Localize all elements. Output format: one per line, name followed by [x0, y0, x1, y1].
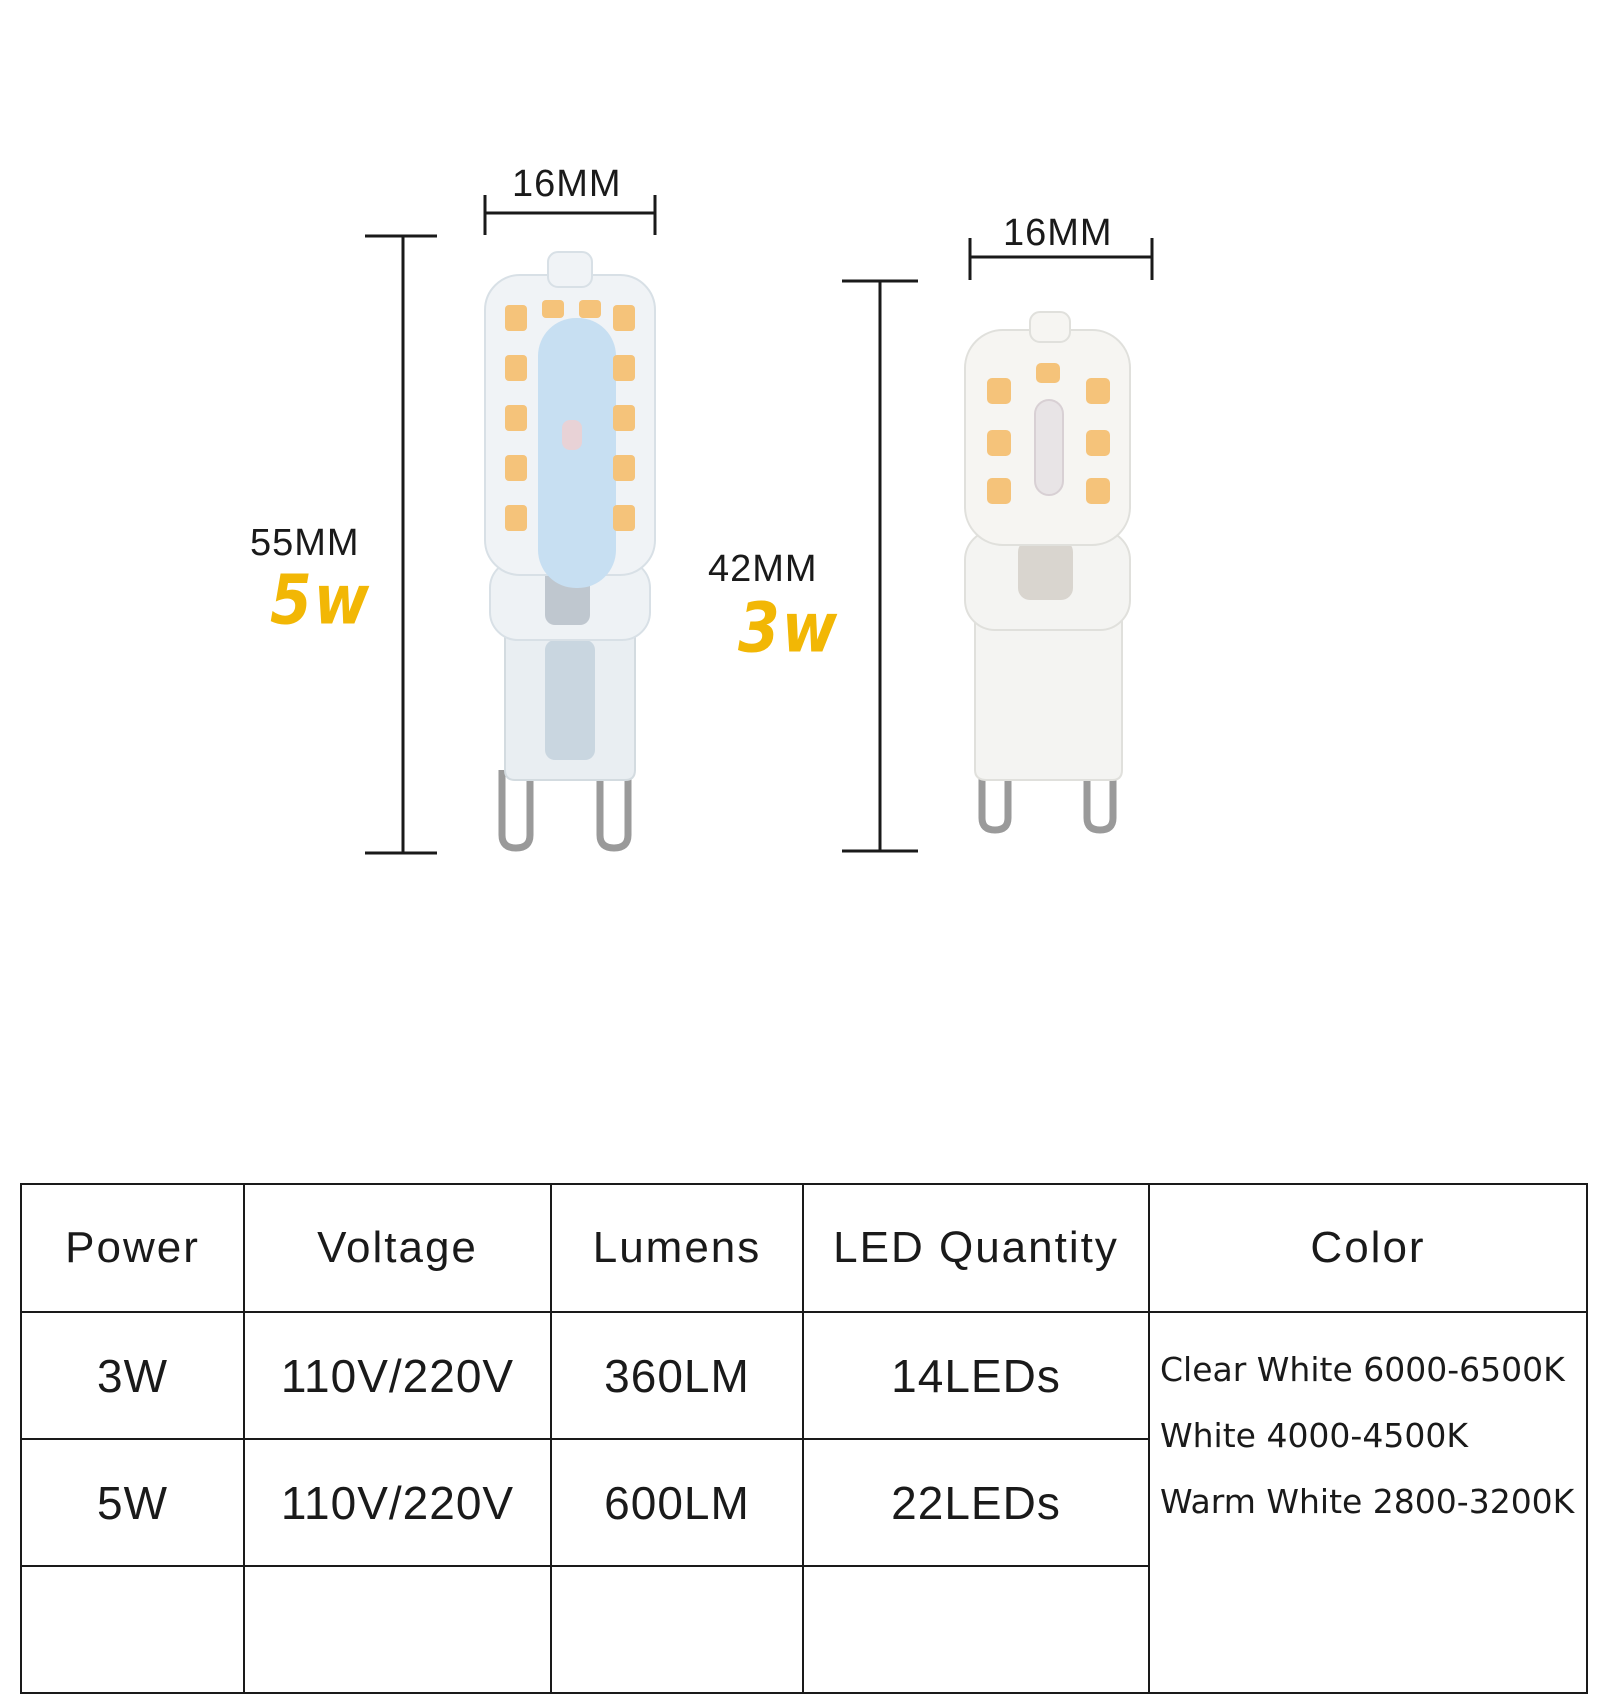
cell-voltage: 110V/220V [243, 1311, 552, 1440]
bulb-3w-image [964, 311, 1131, 834]
table-row: 3W 110V/220V 360LM 14LEDs Clear White 60… [20, 1311, 1588, 1694]
color-option: Clear White 6000-6500K [1160, 1350, 1565, 1389]
table-header-row: Power Voltage Lumens LED Quantity Color [20, 1183, 1588, 1313]
cell-empty [243, 1565, 552, 1694]
header-power: Power [20, 1183, 245, 1313]
cell-color-options: Clear White 6000-6500K White 4000-4500K … [1148, 1311, 1588, 1694]
bulb-5w-image [484, 251, 656, 852]
cell-voltage: 110V/220V [243, 1438, 552, 1567]
cell-empty [802, 1565, 1150, 1694]
header-voltage: Voltage [243, 1183, 552, 1313]
cell-lumens: 360LM [550, 1311, 804, 1440]
cell-power: 3W [20, 1311, 245, 1440]
bulb-3w-power-label: 3w [738, 588, 840, 669]
cell-lumens: 600LM [550, 1438, 804, 1567]
header-color: Color [1148, 1183, 1588, 1313]
cell-power: 5W [20, 1438, 245, 1567]
header-lumens: Lumens [550, 1183, 804, 1313]
color-option: Warm White 2800-3200K [1160, 1482, 1575, 1521]
table-row: 5W 110V/220V 600LM 22LEDs [20, 1438, 1587, 1567]
cell-led-quantity: 22LEDs [802, 1438, 1150, 1567]
color-option: White 4000-4500K [1160, 1416, 1468, 1455]
bulb-5w-width-label: 16MM [512, 163, 622, 205]
bulb-3w-width-label: 16MM [1003, 212, 1113, 254]
cell-led-quantity: 14LEDs [802, 1311, 1150, 1440]
bulb-5w-power-label: 5w [270, 560, 372, 641]
cell-empty [20, 1565, 245, 1694]
spec-table: Power Voltage Lumens LED Quantity Color … [20, 1183, 1588, 1694]
bulb-5w-dimensions [365, 195, 1154, 855]
bulb-3w-height-label: 42MM [708, 548, 818, 590]
cell-empty [550, 1565, 804, 1694]
header-led-quantity: LED Quantity [802, 1183, 1150, 1313]
bulb-5w-height-label: 55MM [250, 522, 360, 564]
